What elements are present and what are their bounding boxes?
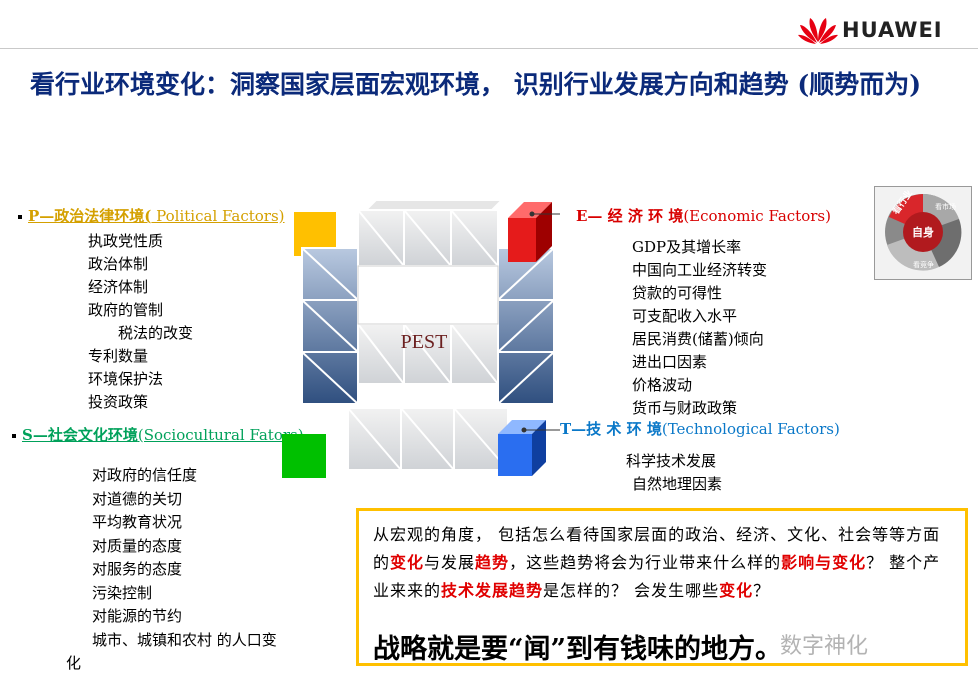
technological-heading: T—技 术 环 境(Technological Factors)	[560, 418, 840, 439]
wheel-icon: 看行业 看市场 自身 看竞争	[875, 187, 971, 279]
list-item: 对道德的关切	[92, 488, 277, 512]
sociocultural-label-en: (Sociocultural Fators)	[138, 426, 304, 444]
huawei-flower-icon	[796, 12, 840, 46]
watermark: 数字神化	[780, 628, 868, 660]
list-item: 对服务的态度	[92, 558, 277, 582]
political-list: 执政党性质 政治体制 经济体制 政府的管制 税法的改变 专利数量 环境保护法 投…	[88, 230, 193, 414]
pest-cube-diagram: PEST	[296, 196, 560, 492]
brand-name: HUAWEI	[842, 18, 943, 42]
summary-highlight: 变化	[390, 553, 424, 572]
summary-highlight: 影响与变化	[781, 553, 866, 572]
economic-label-cn: E— 经 济 环 境	[576, 207, 683, 225]
list-item: 城市、城镇和农村 的人口变	[92, 629, 277, 653]
list-item: 执政党性质	[88, 230, 193, 253]
summary-part: ？	[753, 581, 770, 600]
huawei-logo: HUAWEI	[796, 12, 956, 48]
list-item: 对能源的节约	[92, 605, 277, 629]
list-item: 贷款的可得性	[632, 282, 764, 305]
list-item: 对政府的信任度	[92, 464, 277, 488]
list-item: 化	[66, 652, 277, 676]
technological-label-cn: T—技 术 环 境	[560, 420, 662, 438]
list-item: 对质量的态度	[92, 535, 277, 559]
sociocultural-list: 对政府的信任度 对道德的关切 平均教育状况 对质量的态度 对服务的态度 污染控制…	[92, 464, 277, 676]
wheel-bottom-label: 看竞争	[913, 260, 934, 269]
list-item: 可支配收入水平	[632, 305, 764, 328]
list-item: 进出口因素	[632, 351, 764, 374]
political-heading: P—政治法律环境( Political Factors)	[18, 205, 285, 226]
technological-cube	[498, 420, 560, 476]
summary-part: ，这些趋势将会为行业带来什么样的	[509, 553, 781, 572]
list-item: 价格波动	[632, 374, 764, 397]
list-item: GDP及其增长率	[632, 236, 767, 259]
list-item: 货币与财政政策	[632, 397, 764, 420]
page-title: 看行业环境变化：洞察国家层面宏观环境， 识别行业发展方向和趋势 (顺势而为)	[30, 66, 960, 104]
political-label-cn: P—政治法律环境(	[28, 207, 151, 225]
list-item: 污染控制	[92, 582, 277, 606]
list-item: 政府的管制	[88, 299, 193, 322]
sociocultural-label-cn: S—社会文化环境	[22, 426, 138, 444]
list-item: 居民消费(储蓄)倾向	[632, 328, 764, 351]
technological-list: 科学技术发展 自然地理因素	[626, 450, 722, 496]
pest-label: PEST	[401, 331, 448, 353]
sociocultural-heading: S—社会文化环境(Sociocultural Fators)	[12, 424, 304, 445]
self-wheel-graphic: 看行业 看市场 自身 看竞争	[874, 186, 972, 280]
economic-label-en: (Economic Factors)	[683, 207, 831, 225]
list-item: 环境保护法	[88, 368, 193, 391]
summary-highlight: 技术发展趋势	[441, 581, 543, 600]
wheel-center-label: 自身	[912, 225, 934, 239]
economic-heading: E— 经 济 环 境(Economic Factors)	[576, 205, 831, 226]
bullet-icon	[18, 215, 22, 219]
header-divider	[0, 48, 978, 49]
summary-callout: 从宏观的角度， 包括怎么看待国家层面的政治、经济、文化、社会等等方面的变化与发展…	[356, 508, 968, 666]
list-item: 中国向工业经济转变	[632, 259, 767, 282]
list-item: 平均教育状况	[92, 511, 277, 535]
summary-highlight: 趋势	[475, 553, 509, 572]
wheel-right-label: 看市场	[935, 202, 956, 211]
list-item: 税法的改变	[88, 322, 193, 345]
political-label-en: Political Factors)	[151, 207, 284, 225]
summary-part: 与发展	[424, 553, 475, 572]
strategy-slogan: 战略就是要“闻”到有钱味的地方。	[373, 627, 782, 666]
summary-text: 从宏观的角度， 包括怎么看待国家层面的政治、经济、文化、社会等等方面的变化与发展…	[373, 521, 953, 605]
list-item: 政治体制	[88, 253, 193, 276]
list-item: 科学技术发展	[626, 450, 722, 473]
technological-label-en: (Technological Factors)	[662, 420, 840, 438]
list-item: 自然地理因素	[626, 473, 722, 496]
list-item: 专利数量	[88, 345, 193, 368]
bullet-icon	[12, 434, 16, 438]
economic-list-first: GDP及其增长率 中国向工业经济转变	[632, 236, 767, 282]
economic-list: 贷款的可得性 可支配收入水平 居民消费(储蓄)倾向 进出口因素 价格波动 货币与…	[632, 282, 764, 420]
list-item: 经济体制	[88, 276, 193, 299]
summary-highlight: 变化	[719, 581, 753, 600]
summary-part: 是怎样的？ 会发生哪些	[543, 581, 719, 600]
list-item: 投资政策	[88, 391, 193, 414]
